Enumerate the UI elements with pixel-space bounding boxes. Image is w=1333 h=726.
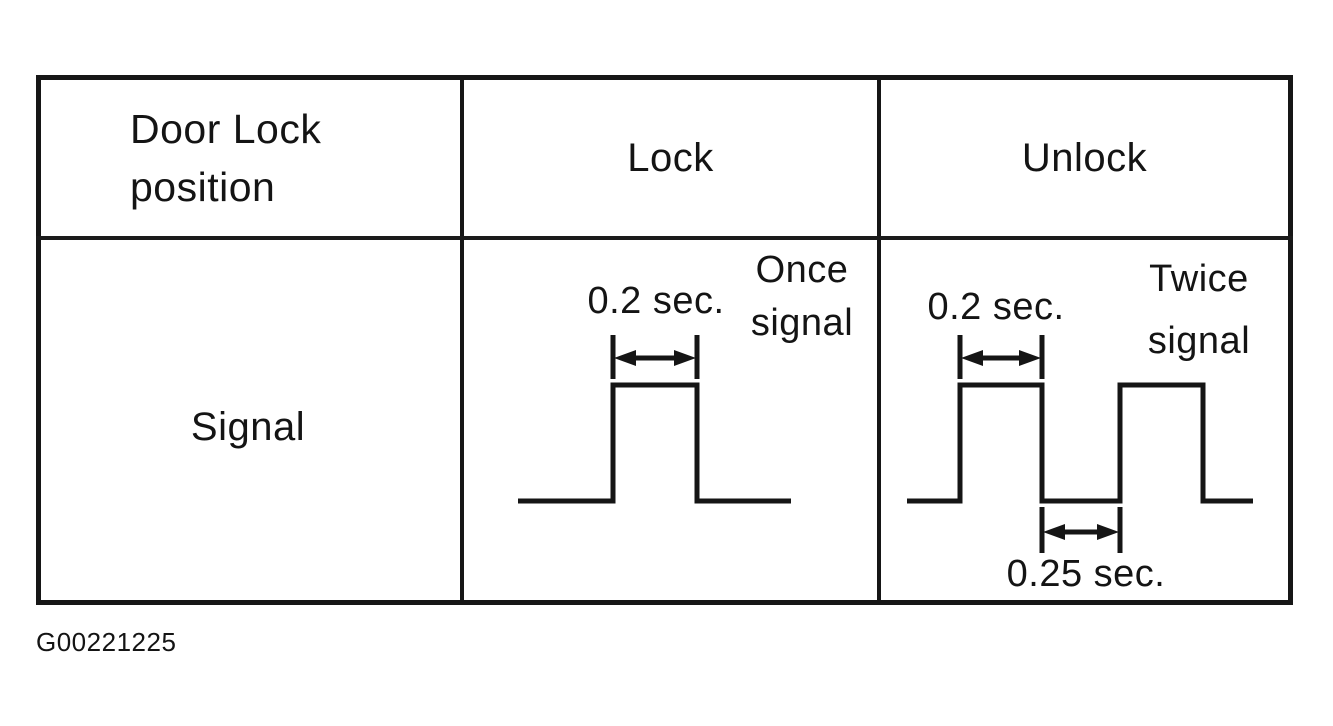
header-door-lock-position-line1: Door Lock [130, 106, 322, 152]
unlock-width-arrowhead-left-icon [961, 350, 983, 366]
lock-pulse-width-label: 0.2 sec. [587, 280, 725, 322]
unlock-count-note-line1: Twice [1149, 258, 1249, 300]
header-door-lock-position-line2: position [130, 164, 276, 210]
unlock-pulse-width-label: 0.2 sec. [927, 286, 1065, 328]
unlock-count-note: Twice signal [1129, 248, 1269, 372]
unlock-width-dimension-ticks [957, 335, 1045, 379]
lock-count-note-line1: Once [755, 249, 849, 291]
lock-arrowhead-left-icon [614, 350, 636, 366]
column-divider-2 [877, 75, 881, 605]
lock-dimension-ticks [610, 335, 700, 379]
unlock-waveform-cell: 0.2 sec. Twice signal 0.25 sec. [881, 240, 1288, 600]
unlock-gap-arrowhead-right-icon [1097, 524, 1119, 540]
unlock-gap-dimension-ticks [1039, 507, 1123, 553]
unlock-gap-arrowhead-left-icon [1043, 524, 1065, 540]
figure-id: G00221225 [36, 627, 177, 657]
door-lock-signal-table [36, 75, 1293, 605]
header-unlock: Unlock [1021, 135, 1148, 180]
header-door-lock-position: Door Lock position [130, 100, 321, 216]
lock-waveform-cell: 0.2 sec. Once signal [464, 240, 877, 600]
lock-pulse-trace [518, 382, 791, 504]
unlock-pulse-trace [907, 382, 1253, 504]
lock-count-note-line2: signal [750, 302, 854, 344]
lock-arrowhead-right-icon [674, 350, 696, 366]
lock-waveform [518, 335, 791, 504]
signal-row-label: Signal [190, 405, 306, 449]
unlock-width-arrowhead-right-icon [1019, 350, 1041, 366]
unlock-waveform [907, 335, 1253, 553]
unlock-count-note-line2: signal [1147, 320, 1251, 362]
lock-count-note: Once signal [732, 244, 872, 350]
header-row-divider [36, 236, 1293, 240]
header-lock: Lock [627, 135, 714, 180]
column-divider-1 [460, 75, 464, 605]
unlock-pulse-gap-label: 0.25 sec. [1006, 553, 1166, 595]
